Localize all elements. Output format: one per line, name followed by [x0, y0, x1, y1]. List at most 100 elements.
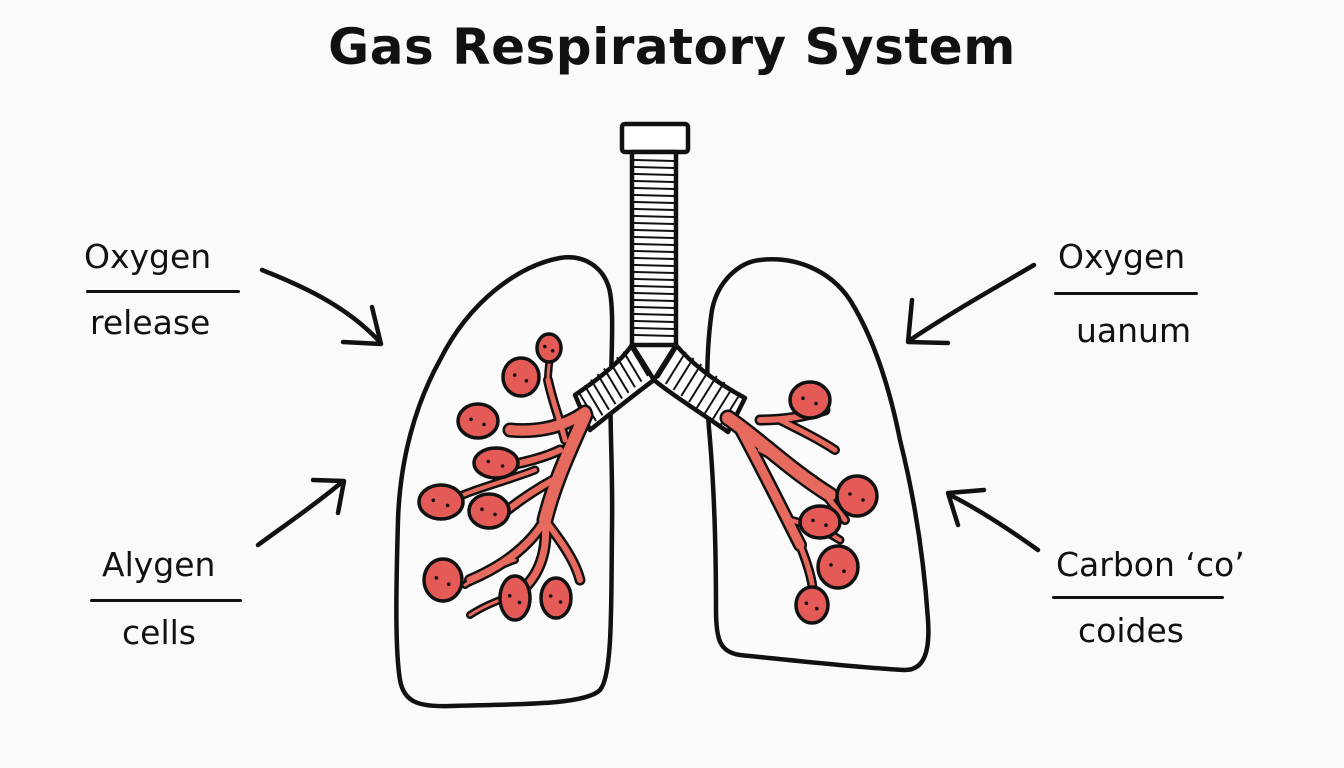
- trachea-ring: [633, 229, 675, 232]
- alveolus: [798, 504, 842, 540]
- alveolus-dot: [517, 600, 522, 605]
- bronchus-ring: [590, 379, 610, 411]
- alveolus: [467, 492, 511, 530]
- bronchiole: [758, 448, 817, 482]
- label-bottom-right-line2: coides: [1078, 611, 1184, 650]
- label-top-right-underline: [1054, 292, 1198, 295]
- label-top-left-underline: [86, 290, 240, 293]
- trachea-cap: [619, 121, 691, 155]
- bronchus-ring: [609, 362, 630, 394]
- alveolus: [422, 557, 464, 603]
- alveolus-dot: [842, 569, 846, 573]
- alveolus-dot: [804, 601, 809, 605]
- trachea-ring: [633, 173, 675, 176]
- bronchus-ring: [629, 345, 649, 377]
- alveoli: [417, 332, 879, 625]
- alveolus-dot: [548, 594, 553, 598]
- alveolus-dot: [543, 344, 547, 349]
- trachea-rings: [633, 159, 675, 337]
- trachea-ring: [633, 187, 675, 190]
- bronchus-ring: [622, 351, 643, 383]
- trachea-ring: [633, 166, 675, 169]
- label-top-left-line1: Oxygen: [84, 237, 212, 276]
- bronchus-ring: [672, 357, 695, 391]
- alveolus-dot: [500, 464, 505, 468]
- trachea-ring: [633, 215, 675, 218]
- bronchus-ring: [616, 356, 636, 388]
- bronchus-ring: [603, 367, 623, 400]
- alveolus: [794, 585, 830, 625]
- alveolus-dot: [445, 503, 450, 508]
- alveolus: [539, 576, 573, 620]
- alveolus-dot: [801, 396, 805, 401]
- trachea-ring: [633, 271, 675, 274]
- alveolus: [501, 356, 541, 398]
- alveolus-dot: [512, 373, 517, 377]
- alveolus-dot: [486, 459, 491, 464]
- arrow-top-left: [259, 267, 384, 347]
- alveolus-dot: [434, 576, 439, 580]
- bronchus-ring: [657, 345, 679, 379]
- trachea-ring: [633, 327, 675, 330]
- bronchus-ring: [688, 369, 710, 403]
- trachea-ring: [633, 285, 675, 288]
- bronchus-ring: [596, 373, 617, 405]
- alveolus: [456, 402, 500, 440]
- alveolus-dot: [814, 401, 818, 406]
- bronchiole: [735, 423, 805, 550]
- trachea-ring: [633, 292, 675, 295]
- trachea-ring: [633, 306, 675, 309]
- arrow-bottom-left: [255, 477, 347, 548]
- alveolus: [498, 574, 532, 622]
- alveolus: [535, 332, 563, 364]
- arrow-bottom-right: [945, 487, 1041, 553]
- trachea-ring: [633, 180, 675, 183]
- alveolus-dot: [507, 594, 512, 598]
- trachea-ring: [633, 222, 675, 225]
- trachea-ring: [633, 257, 675, 260]
- alveolus-dot: [815, 606, 819, 611]
- bronchus-ring: [664, 351, 687, 385]
- bronchus-ring: [703, 381, 726, 415]
- alveolus-dot: [524, 379, 529, 383]
- trachea-ring: [633, 264, 675, 267]
- trachea-ring: [633, 201, 675, 204]
- alveolus: [816, 544, 860, 590]
- alveolus-dot: [480, 507, 484, 512]
- alveolus: [472, 446, 520, 480]
- alveolus-dot: [446, 582, 451, 586]
- label-bottom-left-line2: cells: [122, 613, 196, 652]
- trachea-ring: [633, 208, 675, 211]
- alveolus-dot: [861, 498, 865, 502]
- trachea-ring: [633, 236, 675, 239]
- label-top-right-line1: Oxygen: [1058, 237, 1186, 276]
- label-bottom-right-line1: Carbon ‘co’: [1056, 545, 1245, 584]
- bronchus-ring: [711, 387, 734, 421]
- alveolus-dot: [493, 512, 497, 517]
- alveolus-dot: [550, 349, 555, 353]
- alveolus-dot: [431, 498, 436, 503]
- trachea-ring: [633, 194, 675, 197]
- bronchiole: [539, 409, 591, 526]
- label-top-left-line2: release: [90, 303, 211, 342]
- alveolus-dot: [829, 563, 833, 567]
- trachea-ring: [633, 243, 675, 246]
- trachea-ring: [633, 320, 675, 323]
- alveolus: [788, 380, 832, 420]
- trachea-ring: [633, 159, 675, 162]
- trachea-ring: [633, 334, 675, 337]
- bronchiole: [545, 377, 568, 443]
- bronchiole: [463, 558, 517, 587]
- alveolus-dot: [824, 523, 828, 527]
- bronchiole: [777, 417, 838, 453]
- alveolus: [417, 483, 465, 521]
- alveolus-dot: [482, 422, 486, 427]
- arrow-top-right: [905, 262, 1037, 346]
- trachea-ring: [633, 250, 675, 253]
- alveolus-dot: [811, 518, 815, 523]
- bronchiole: [542, 517, 583, 583]
- bronchus-ring: [583, 384, 604, 416]
- label-bottom-left-line1: Alygen: [102, 545, 216, 584]
- alveolus: [835, 474, 879, 518]
